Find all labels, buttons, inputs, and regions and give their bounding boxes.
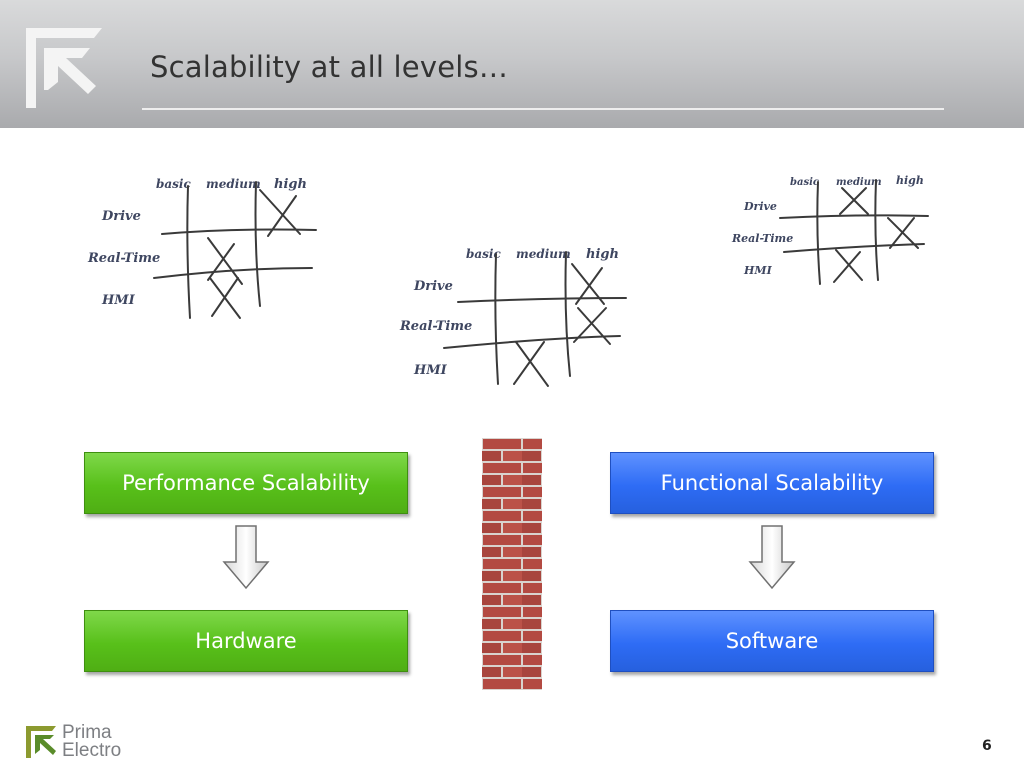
prima-electro-logo-icon	[26, 28, 102, 108]
row-label-realtime: Real-Time	[87, 251, 160, 266]
row-label-realtime: Real-Time	[399, 319, 472, 334]
col-label-medium: medium	[516, 247, 571, 261]
matrix-2-sketch: basic medium high Drive Real-Time HMI	[399, 247, 627, 387]
brick-wall-icon	[482, 438, 542, 690]
brand-line-1: Prima	[62, 722, 112, 743]
performance-scalability-box: Performance Scalability	[84, 452, 408, 514]
row-label-hmi: HMI	[743, 264, 773, 277]
performance-scalability-label: Performance Scalability	[122, 471, 370, 495]
row-label-realtime: Real-Time	[731, 232, 793, 245]
down-arrow-icon	[748, 525, 796, 590]
row-label-drive: Drive	[101, 209, 141, 224]
functional-scalability-box: Functional Scalability	[610, 452, 934, 514]
software-box: Software	[610, 610, 934, 672]
col-label-medium: medium	[206, 177, 261, 191]
matrix-1-sketch: basic medium high Drive Real-Time HMI	[87, 177, 317, 319]
prima-electro-small-logo-icon	[26, 726, 56, 758]
header-band	[0, 0, 1024, 128]
col-label-high: high	[586, 247, 619, 262]
row-label-drive: Drive	[413, 279, 453, 294]
col-label-medium: medium	[836, 177, 882, 188]
col-label-basic: basic	[156, 177, 191, 191]
col-label-high: high	[896, 174, 924, 187]
brand-line-2: Electro	[62, 740, 122, 761]
matrix-3-sketch: basic medium high Drive Real-Time HMI	[731, 174, 929, 285]
down-arrow-icon	[222, 525, 270, 590]
page-number: 6	[982, 738, 992, 754]
header-rule	[142, 108, 944, 110]
hardware-label: Hardware	[195, 629, 297, 653]
row-label-hmi: HMI	[101, 293, 136, 308]
col-label-basic: basic	[790, 177, 819, 188]
software-label: Software	[725, 629, 819, 653]
hardware-box: Hardware	[84, 610, 408, 672]
slide-title: Scalability at all levels…	[150, 50, 509, 84]
functional-scalability-label: Functional Scalability	[660, 471, 884, 495]
row-label-hmi: HMI	[413, 363, 448, 378]
col-label-high: high	[274, 177, 307, 192]
row-label-drive: Drive	[743, 200, 777, 213]
col-label-basic: basic	[466, 247, 501, 261]
brand-name: Prima Electro	[62, 722, 122, 761]
